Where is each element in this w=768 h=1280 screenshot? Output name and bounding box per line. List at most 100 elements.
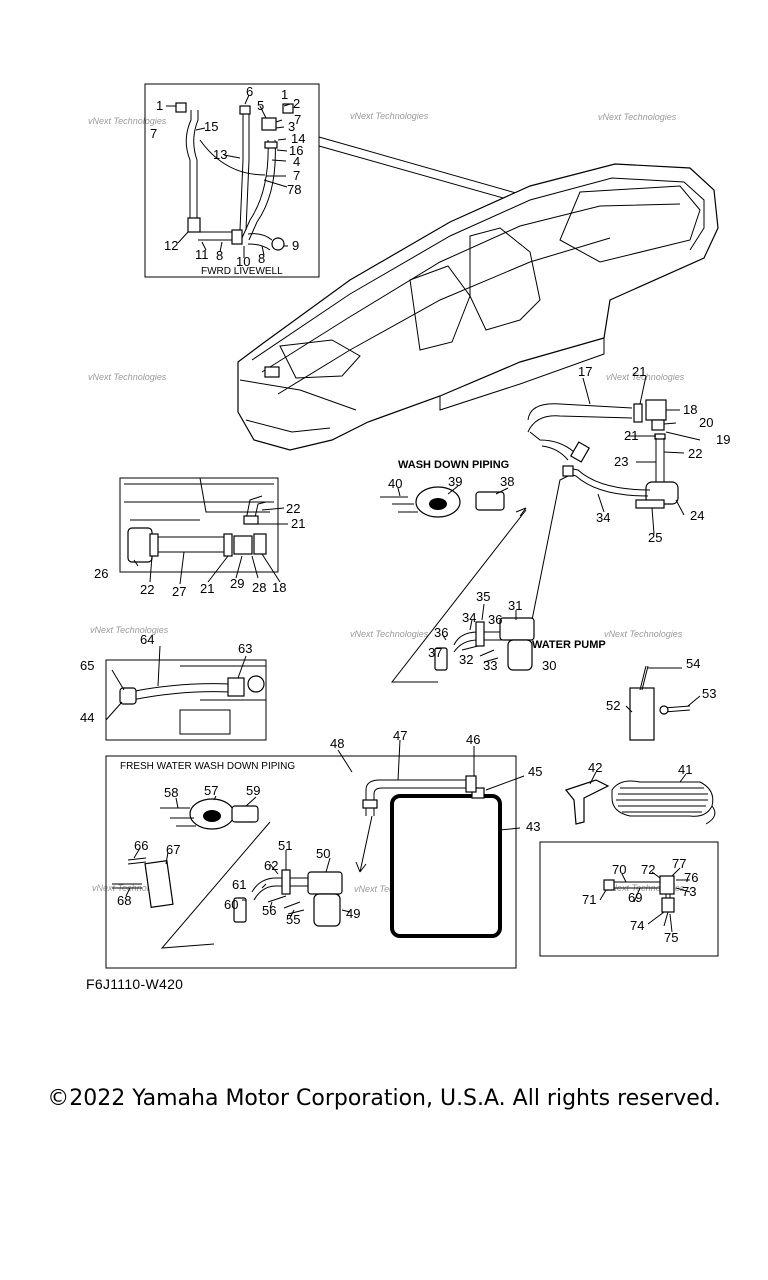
pointer-line bbox=[390, 509, 527, 683]
watermark: vNext Technologies bbox=[88, 372, 167, 382]
part-label: 76 bbox=[684, 870, 698, 885]
fitting-75-icon bbox=[661, 897, 675, 913]
boat-outline bbox=[237, 163, 719, 451]
part-label: 49 bbox=[346, 906, 360, 921]
caption-water-pump: WATER PUMP bbox=[532, 639, 606, 651]
fitting-icon bbox=[247, 675, 265, 693]
screw-54 bbox=[639, 665, 649, 691]
part-label: 31 bbox=[508, 598, 522, 613]
part-label: 21 bbox=[632, 364, 646, 379]
part-label: 50 bbox=[316, 846, 330, 861]
watermark: vNext Technologies bbox=[350, 111, 429, 121]
stern-inset-frame bbox=[119, 477, 279, 573]
part-label: 21 bbox=[624, 428, 638, 443]
fitting-29-icon bbox=[233, 535, 253, 555]
fitting-59-icon bbox=[231, 805, 259, 823]
leader-lines bbox=[625, 667, 701, 713]
screws bbox=[461, 645, 499, 663]
pointer-line bbox=[355, 815, 373, 873]
part-label: 68 bbox=[117, 893, 131, 908]
part-label: 66 bbox=[134, 838, 148, 853]
part-label: 57 bbox=[204, 783, 218, 798]
coil-hose-tail bbox=[705, 805, 716, 825]
pump-31-head-icon bbox=[499, 617, 535, 641]
part-label: 22 bbox=[286, 501, 300, 516]
stern-inset: 22 21 26 22 27 21 29 28 18 bbox=[94, 477, 305, 599]
leader-lines bbox=[125, 739, 525, 919]
coil-hose-group: 42 41 bbox=[564, 760, 716, 825]
part-label: 60 bbox=[224, 897, 238, 912]
watermark: vNext Technologies bbox=[350, 629, 429, 639]
part-label: 71 bbox=[582, 892, 596, 907]
fitting-inset-frame bbox=[539, 841, 719, 957]
watermark: vNext Technologies bbox=[598, 112, 677, 122]
part-label: 6 bbox=[246, 84, 253, 99]
livewell-frame bbox=[144, 83, 320, 278]
clamp-48-icon bbox=[362, 799, 378, 809]
clamp-21-icon bbox=[223, 533, 233, 557]
part-label: 27 bbox=[172, 584, 186, 599]
livewell-hose-13 bbox=[239, 110, 250, 231]
livewell-hose-9 bbox=[247, 233, 273, 251]
part-label: 35 bbox=[476, 589, 490, 604]
part-label: 18 bbox=[683, 402, 697, 417]
part-label: 23 bbox=[614, 454, 628, 469]
part-label: 37 bbox=[428, 645, 442, 660]
fresh-water-piping: FRESH WATER WASH DOWN PIPING 48 47 46 45… bbox=[105, 728, 542, 969]
clamp-icon bbox=[569, 441, 591, 463]
part-label: 16 bbox=[289, 143, 303, 158]
hose-inset: 65 44 64 63 bbox=[80, 632, 267, 741]
part-label: 29 bbox=[230, 576, 244, 591]
part-label: 7 bbox=[294, 112, 301, 127]
part-label: 1 bbox=[281, 87, 288, 102]
part-label: 69 bbox=[628, 890, 642, 905]
screws-55-56 bbox=[267, 895, 305, 915]
tank-43-icon bbox=[390, 794, 502, 938]
washer-icon bbox=[659, 705, 669, 715]
part-label: 67 bbox=[166, 842, 180, 857]
bracket-group: 54 53 52 bbox=[606, 656, 716, 741]
clamp-icon bbox=[231, 229, 243, 245]
diagram-code: F6J1110-W420 bbox=[86, 976, 184, 992]
fitting-inset: 70 72 77 76 73 71 69 74 75 bbox=[539, 841, 719, 957]
watermark: vNext Technologies bbox=[88, 116, 167, 126]
part-label: 59 bbox=[246, 783, 260, 798]
part-label: 44 bbox=[80, 710, 94, 725]
boat-gunwale bbox=[251, 177, 705, 361]
part-label: 45 bbox=[528, 764, 542, 779]
leader-lines bbox=[397, 485, 509, 497]
fitting-inset-hose bbox=[614, 881, 662, 889]
fitting-icon bbox=[239, 105, 251, 115]
hose-61 bbox=[251, 877, 308, 901]
pump-49-body-icon bbox=[313, 893, 341, 927]
part-label: 53 bbox=[702, 686, 716, 701]
part-label: 12 bbox=[164, 238, 178, 253]
hose-17-tail bbox=[529, 431, 575, 461]
hose-27 bbox=[152, 536, 232, 553]
part-label: 17 bbox=[578, 364, 592, 379]
part-label: 52 bbox=[606, 698, 620, 713]
part-label: 72 bbox=[641, 862, 655, 877]
part-label: 62 bbox=[264, 858, 278, 873]
hose-23 bbox=[655, 438, 665, 484]
part-label: 56 bbox=[262, 903, 276, 918]
part-label: 38 bbox=[500, 474, 514, 489]
boat-hull-side bbox=[439, 338, 605, 411]
part-label: 39 bbox=[448, 474, 462, 489]
part-label: 21 bbox=[291, 516, 305, 531]
caption-wash-down: WASH DOWN PIPING bbox=[398, 459, 509, 471]
water-pump-group: 35 34 31 36 36 37 32 33 30 WATER PUMP bbox=[428, 589, 606, 673]
pump-30-body-icon bbox=[507, 639, 533, 671]
part-label: 10 bbox=[236, 254, 250, 269]
part-label: 33 bbox=[483, 658, 497, 673]
copyright-notice: ©2022 Yamaha Motor Corporation, U.S.A. A… bbox=[47, 1086, 721, 1111]
part-label: 11 bbox=[195, 247, 209, 262]
bracket-52-icon bbox=[629, 687, 655, 741]
part-label: 77 bbox=[672, 856, 686, 871]
screw-68 bbox=[112, 883, 142, 889]
part-label: 26 bbox=[94, 566, 108, 581]
tank-cap-45-icon bbox=[471, 787, 485, 799]
part-label: 41 bbox=[678, 762, 692, 777]
watermark: vNext Technologies bbox=[604, 629, 683, 639]
